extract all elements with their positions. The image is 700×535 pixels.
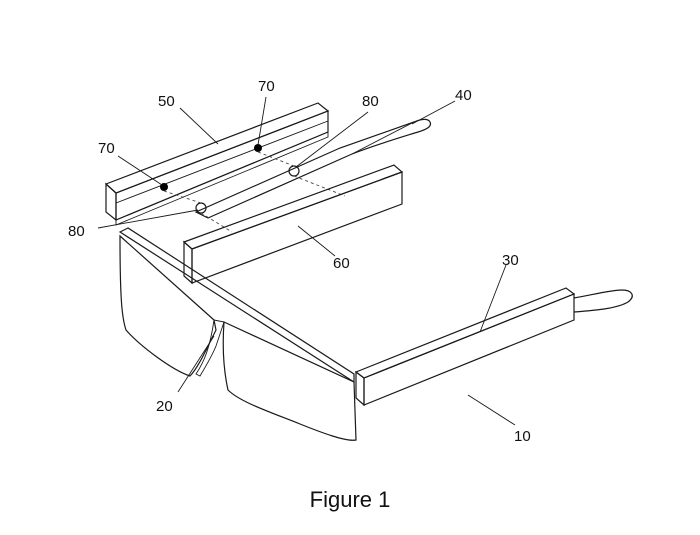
label-40: 40 bbox=[455, 87, 472, 104]
label-80-top: 80 bbox=[362, 93, 379, 110]
label-30: 30 bbox=[502, 252, 519, 269]
leader-line bbox=[258, 97, 266, 145]
label-70-top: 70 bbox=[258, 78, 275, 95]
leader-line bbox=[98, 210, 198, 228]
leader-line bbox=[412, 101, 455, 124]
label-80-left: 80 bbox=[68, 223, 85, 240]
battery-bar bbox=[184, 165, 402, 283]
leader-line bbox=[180, 108, 218, 144]
leader-line bbox=[118, 156, 162, 185]
leader-line bbox=[480, 265, 506, 332]
label-60: 60 bbox=[333, 255, 350, 272]
label-50: 50 bbox=[158, 93, 175, 110]
label-70-left: 70 bbox=[98, 140, 115, 157]
label-20: 20 bbox=[156, 398, 173, 415]
leader-line bbox=[178, 336, 214, 392]
leader-line bbox=[296, 112, 368, 167]
alignment-line bbox=[201, 213, 232, 232]
figure-caption: Figure 1 bbox=[310, 487, 391, 512]
attachment-bar bbox=[106, 103, 328, 225]
temple-left bbox=[196, 119, 431, 218]
temple-right bbox=[356, 288, 632, 405]
leader-line bbox=[468, 395, 515, 425]
label-10: 10 bbox=[514, 428, 531, 445]
contact-dot bbox=[254, 144, 262, 152]
connector-ring bbox=[289, 166, 299, 176]
